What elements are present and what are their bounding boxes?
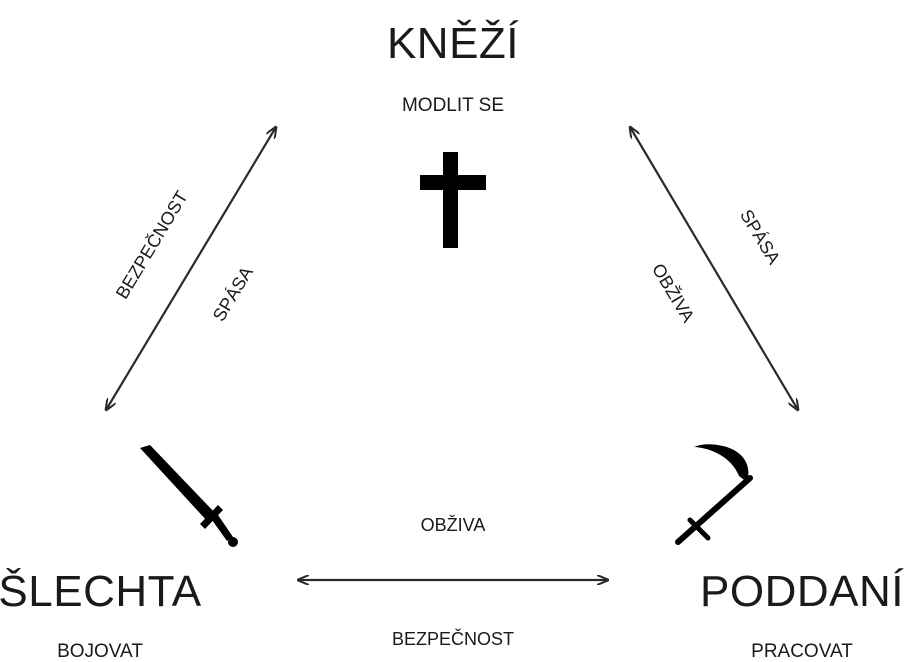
scythe-icon: [675, 444, 753, 545]
node-peasants-title: PODDANÍ: [700, 567, 904, 616]
cross-icon: [420, 152, 486, 248]
edge-clergy-peasants-inner-label: OBŽIVA: [648, 260, 698, 326]
edge-nobility-clergy: BEZPEČNOST SPÁSA: [106, 127, 276, 410]
arrow-clergy-peasants: [630, 127, 798, 410]
sword-icon: [140, 445, 238, 547]
edge-nobility-peasants-lower-label: BEZPEČNOST: [392, 628, 514, 649]
edge-clergy-peasants-outer-label: SPÁSA: [736, 206, 784, 268]
node-nobility: ŠLECHTA BOJOVAT: [0, 445, 238, 662]
node-peasants: PODDANÍ PRACOVAT: [675, 444, 904, 662]
node-nobility-title: ŠLECHTA: [0, 566, 202, 616]
arrow-nobility-clergy: [106, 127, 276, 410]
edge-clergy-peasants: SPÁSA OBŽIVA: [630, 127, 798, 410]
edge-nobility-clergy-inner-label: SPÁSA: [209, 263, 257, 325]
node-nobility-subtitle: BOJOVAT: [57, 641, 143, 662]
node-clergy-title: KNĚŽÍ: [387, 19, 519, 68]
edge-nobility-peasants-upper-label: OBŽIVA: [421, 515, 486, 535]
edge-nobility-peasants: OBŽIVA BEZPEČNOST: [298, 515, 608, 649]
node-clergy-subtitle: MODLIT SE: [402, 95, 504, 116]
node-clergy: KNĚŽÍ MODLIT SE: [387, 19, 519, 248]
edge-nobility-clergy-outer-label: BEZPEČNOST: [111, 187, 192, 302]
node-peasants-subtitle: PRACOVAT: [751, 641, 853, 662]
